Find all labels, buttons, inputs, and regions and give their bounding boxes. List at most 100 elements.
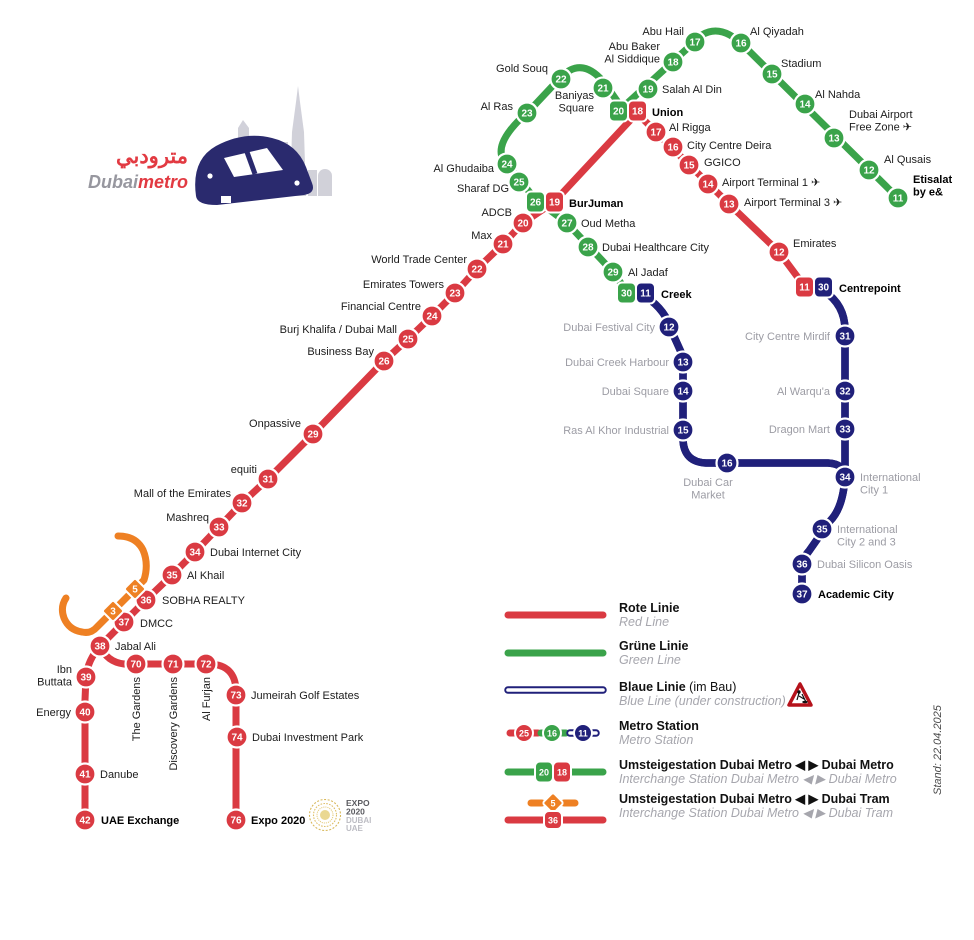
station-marker[interactable] bbox=[73, 762, 97, 786]
station-marker[interactable] bbox=[833, 324, 857, 348]
station-marker[interactable] bbox=[790, 552, 814, 576]
interchange-cell[interactable] bbox=[635, 281, 656, 305]
station-marker[interactable] bbox=[160, 563, 184, 587]
station-marker[interactable] bbox=[491, 232, 515, 256]
station-marker[interactable] bbox=[161, 652, 185, 676]
station-marker[interactable] bbox=[833, 417, 857, 441]
station-marker[interactable] bbox=[515, 101, 539, 125]
station-marker[interactable] bbox=[124, 652, 148, 676]
station-marker[interactable] bbox=[833, 379, 857, 403]
station-marker[interactable] bbox=[576, 235, 600, 259]
interchange-cell[interactable] bbox=[813, 275, 834, 299]
station-marker[interactable] bbox=[74, 665, 98, 689]
station-marker[interactable] bbox=[729, 31, 753, 55]
interchange-cell[interactable] bbox=[544, 190, 565, 214]
station-marker[interactable] bbox=[886, 186, 910, 210]
station-marker[interactable] bbox=[857, 158, 881, 182]
tram-stop-5[interactable]: 5 bbox=[124, 578, 146, 600]
station-marker[interactable] bbox=[183, 540, 207, 564]
tram-stop-marker[interactable] bbox=[102, 600, 124, 622]
station-marker[interactable] bbox=[194, 652, 218, 676]
station-marker[interactable] bbox=[372, 349, 396, 373]
station-marker[interactable] bbox=[88, 634, 112, 658]
station-marker[interactable] bbox=[717, 192, 741, 216]
station-marker[interactable] bbox=[760, 62, 784, 86]
station-marker[interactable] bbox=[507, 170, 531, 194]
station-marker[interactable] bbox=[810, 517, 834, 541]
station-marker[interactable] bbox=[225, 725, 249, 749]
station-marker[interactable] bbox=[443, 281, 467, 305]
station-marker[interactable] bbox=[657, 315, 681, 339]
station-marker[interactable] bbox=[790, 582, 814, 606]
station-marker[interactable] bbox=[224, 808, 248, 832]
station-marker[interactable] bbox=[671, 418, 695, 442]
station-marker[interactable] bbox=[230, 491, 254, 515]
station-marker[interactable] bbox=[73, 808, 97, 832]
station-marker[interactable] bbox=[549, 67, 573, 91]
station-marker[interactable] bbox=[555, 211, 579, 235]
station-marker[interactable] bbox=[661, 135, 685, 159]
station-marker[interactable] bbox=[601, 260, 625, 284]
station-marker[interactable] bbox=[207, 515, 231, 539]
station-marker[interactable] bbox=[671, 379, 695, 403]
station-marker[interactable] bbox=[511, 211, 535, 235]
station-marker[interactable] bbox=[822, 126, 846, 150]
station-marker[interactable] bbox=[661, 50, 685, 74]
station-marker[interactable] bbox=[256, 467, 280, 491]
station-marker[interactable] bbox=[636, 77, 660, 101]
tram-stop-marker[interactable] bbox=[124, 578, 146, 600]
station-marker[interactable] bbox=[465, 257, 489, 281]
